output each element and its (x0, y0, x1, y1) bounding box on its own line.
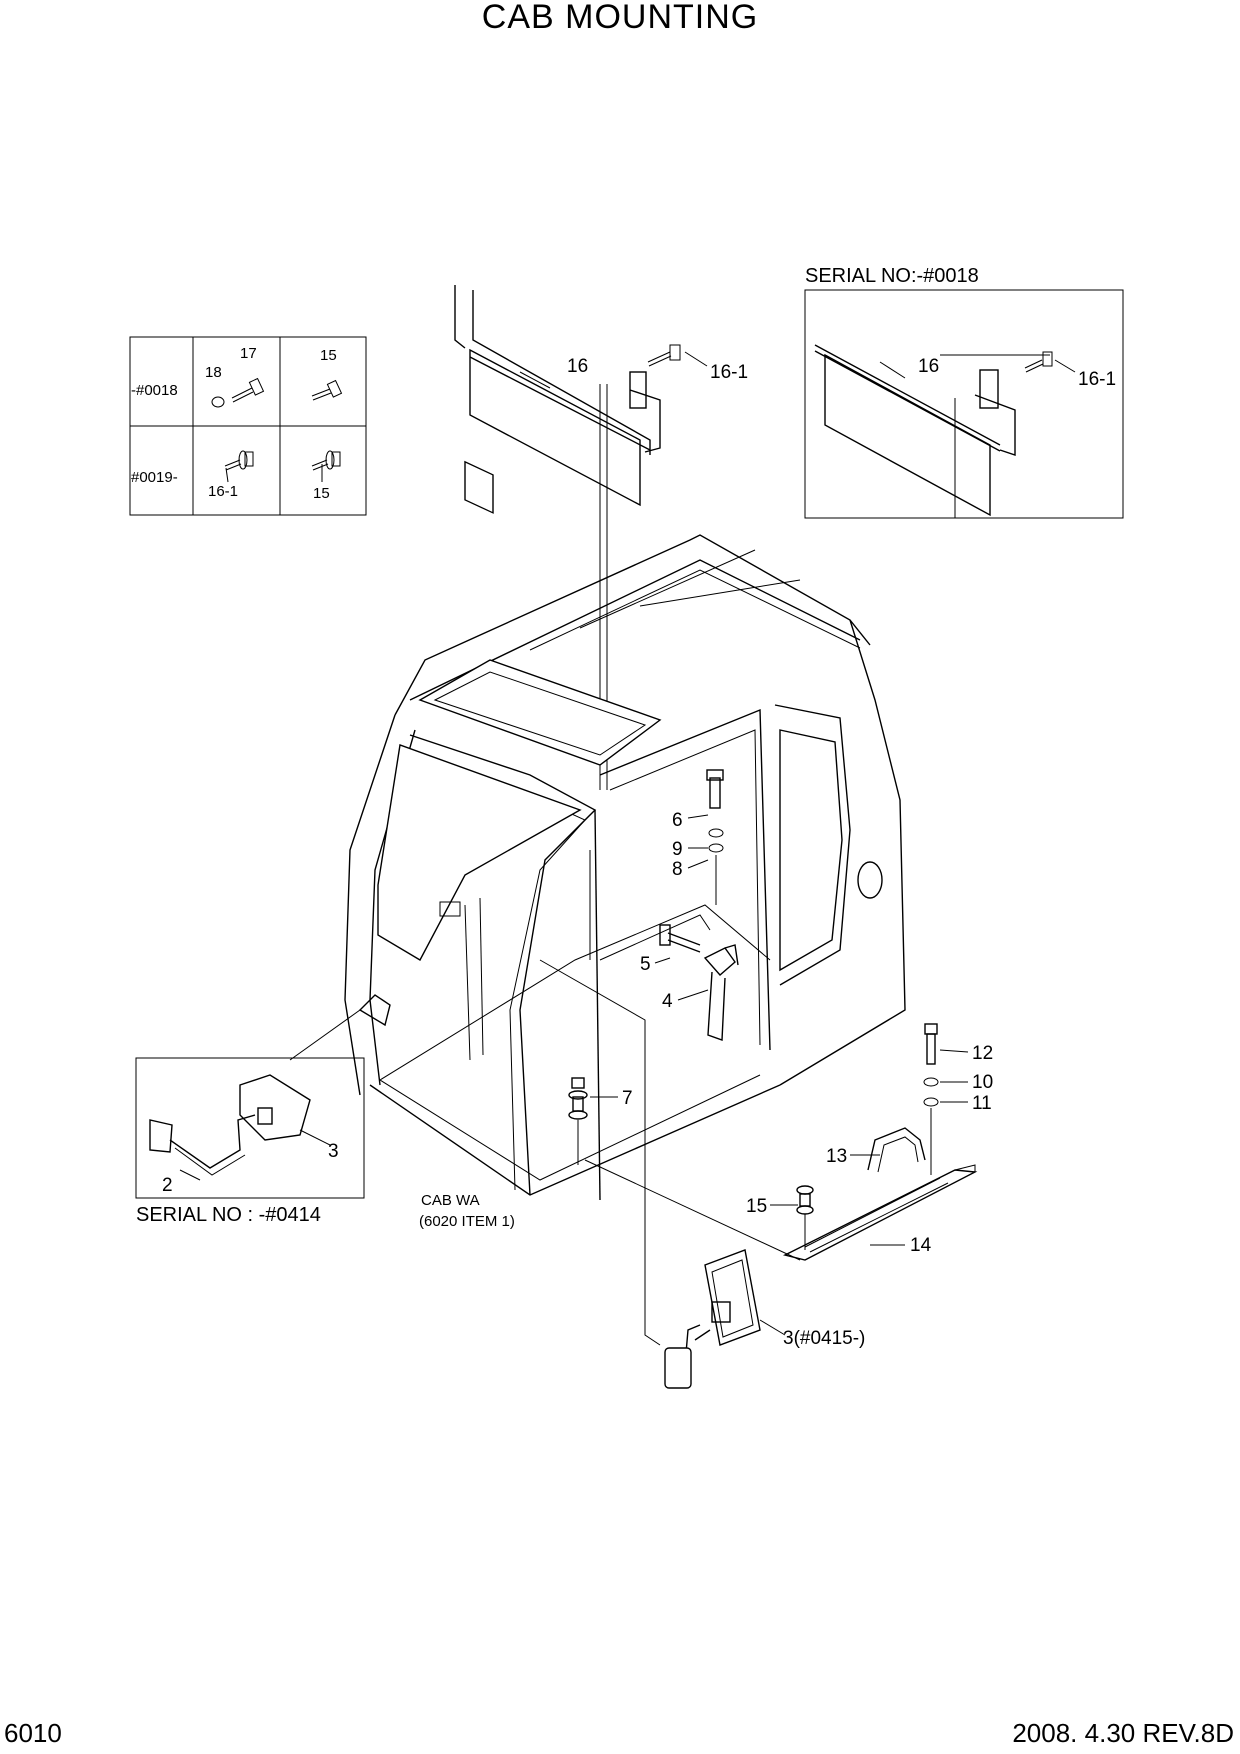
left-window (377, 744, 582, 961)
inset-left-callout-2: 2 (162, 1175, 173, 1196)
door-handle (857, 861, 883, 899)
inset-callout-16: 16 (918, 356, 939, 377)
washer-icon (923, 1097, 939, 1107)
rear-side-window (779, 729, 843, 972)
callout-7: 7 (622, 1088, 633, 1109)
bolt-icon (659, 924, 701, 953)
callout-15: 15 (746, 1196, 767, 1217)
serial-row2-part-b: 15 (313, 485, 330, 502)
bolt-icon (706, 769, 724, 809)
inset-left-label: SERIAL NO : -#0414 (136, 1204, 321, 1226)
callout-4: 4 (662, 991, 673, 1012)
callouts: 16 16-1 6 9 8 5 4 7 12 10 11 13 15 14 3(… (567, 356, 993, 1349)
callout-16-1: 16-1 (710, 362, 748, 383)
door-mirror-new (664, 1249, 786, 1389)
bolt-icon (647, 344, 681, 367)
bolt-icon (231, 377, 265, 403)
callout-14: 14 (910, 1235, 932, 1256)
serial-row2-part-a: 16-1 (208, 483, 238, 500)
side-mirror-old (239, 1074, 311, 1141)
callout-11: 11 (972, 1093, 992, 1114)
callout-10: 10 (972, 1072, 993, 1093)
callout-8: 8 (672, 859, 683, 880)
cab-note-line2: (6020 ITEM 1) (419, 1213, 515, 1230)
washer-icon (923, 1077, 939, 1087)
cab-frame (289, 534, 906, 1346)
leader-lines (590, 814, 969, 1246)
door-catch (703, 947, 736, 976)
callout-6: 6 (672, 810, 683, 831)
serial-table: -#0018 #0019- 18 17 15 16-1 15 (129, 336, 367, 516)
inset-left-callout-3: 3 (328, 1141, 339, 1162)
serial-row1-label: -#0018 (131, 382, 178, 399)
flange-bolt-icon (224, 450, 254, 483)
washer-icon (708, 843, 724, 853)
handrail (867, 1127, 926, 1171)
bolt-icon (924, 1023, 938, 1065)
mirror-clamp (664, 1347, 692, 1389)
callout-3-0415: 3(#0415-) (783, 1328, 865, 1349)
callout-13: 13 (826, 1146, 847, 1167)
page-title: CAB MOUNTING (481, 0, 759, 36)
roof-window (418, 659, 662, 766)
washer-icon (708, 828, 724, 838)
revision-label: 2008. 4.30 REV.8D (1012, 1718, 1234, 1748)
callout-12: 12 (972, 1043, 993, 1064)
door-stopper-hardware (659, 769, 739, 1041)
callout-16: 16 (567, 356, 588, 377)
inset-top-right-label: SERIAL NO:-#0018 (805, 265, 979, 287)
washer-icon (211, 396, 225, 408)
inset-serial-0414: 3 2 (135, 1057, 365, 1199)
sun-visor-panel (469, 348, 641, 507)
inset-serial-0018: SERIAL NO:-#0018 16 16-1 (804, 265, 1124, 519)
bolt-icon (311, 379, 343, 401)
page-number: 6010 (4, 1718, 62, 1748)
serial-row2-label: #0019- (131, 469, 178, 486)
serial-row1-part-a: 18 (205, 364, 222, 381)
sun-visor-panel (824, 353, 991, 517)
serial-row1-part-c: 15 (320, 347, 337, 364)
callout-9: 9 (672, 839, 683, 860)
serial-row1-part-b: 17 (240, 345, 257, 362)
flange-bolt-7 (568, 1077, 588, 1165)
cab-note-line1: CAB WA (421, 1192, 480, 1209)
flange-bolt-15 (796, 1185, 814, 1250)
sun-visor-assembly (454, 285, 708, 790)
bolt-icon (1024, 351, 1053, 373)
flange-bolt-icon (311, 450, 341, 482)
callout-5: 5 (640, 954, 651, 975)
inset-callout-16-1: 16-1 (1078, 369, 1116, 390)
step-hardware (923, 1023, 939, 1175)
